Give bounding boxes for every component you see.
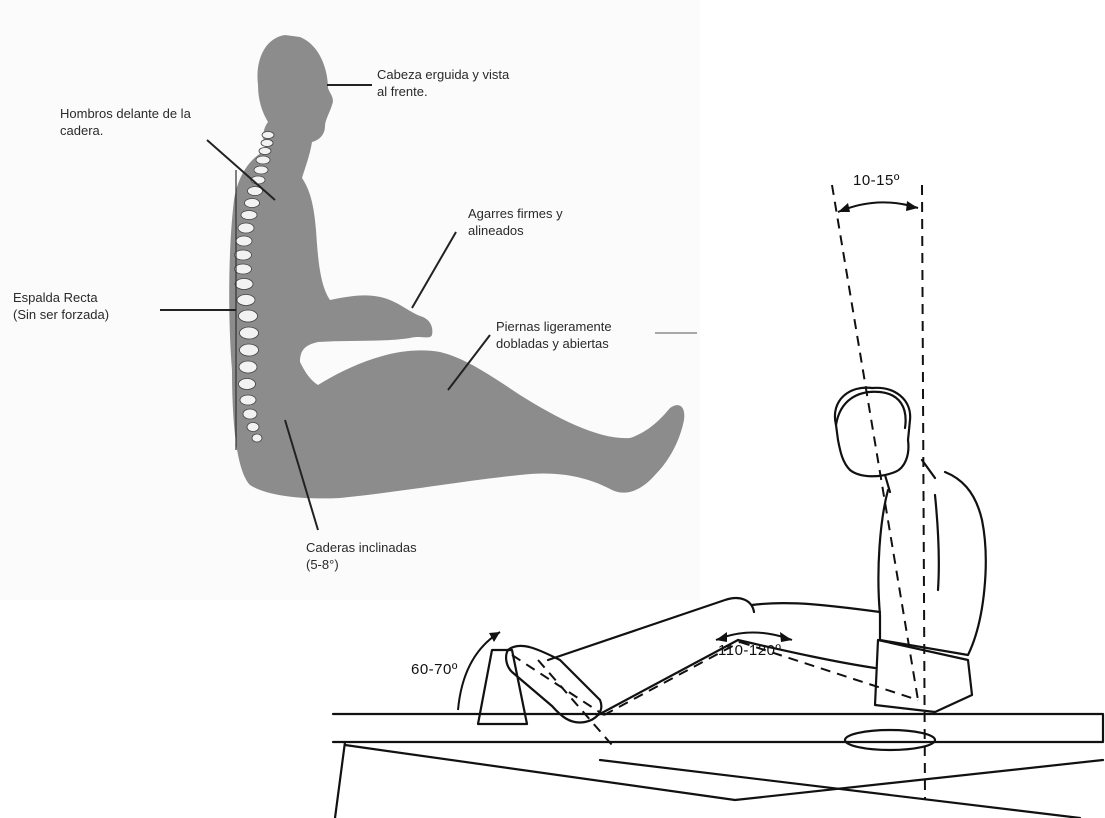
arc-arrowheads	[489, 201, 918, 642]
thigh-upper	[752, 603, 880, 612]
angle-knee-label: 110-120º	[718, 642, 781, 660]
shin-lower	[598, 640, 738, 715]
arm-line	[935, 495, 939, 590]
label-hips: Caderas inclinadas (5-8°)	[306, 539, 417, 573]
neck	[885, 460, 935, 492]
label-back: Espalda Recta (Sin ser forzada)	[13, 289, 109, 323]
label-legs: Piernas ligeramente dobladas y abiertas	[496, 318, 612, 352]
boat-keel-left	[335, 742, 345, 818]
boat-keel-diag	[345, 745, 1103, 800]
label-grips: Agarres firmes y alineados	[468, 205, 563, 239]
angle-arcs	[458, 202, 918, 710]
label-head: Cabeza erguida y vista al frente.	[377, 66, 509, 100]
boat-hull	[333, 714, 1103, 742]
label-shoulders: Hombros delante de la cadera.	[60, 105, 191, 139]
angle-trunk-label: 10-15º	[853, 172, 900, 190]
boat-keel-diag2	[600, 760, 1080, 818]
angle-guides	[512, 185, 925, 800]
seat	[845, 730, 935, 750]
angle-foot-label: 60-70º	[411, 661, 458, 679]
